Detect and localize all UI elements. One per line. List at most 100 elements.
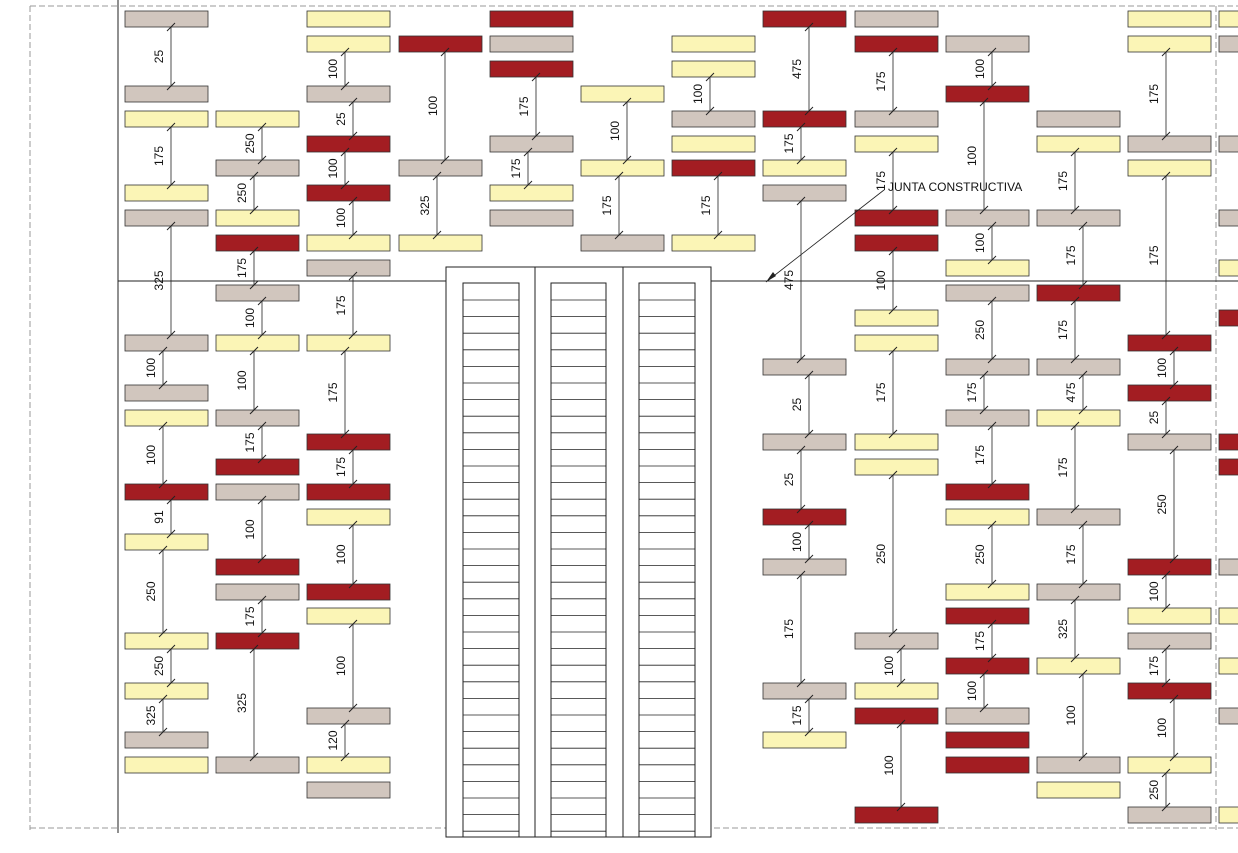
dimension-tick [257,554,267,564]
gray-block [1218,35,1238,53]
dimension-tick [888,429,898,439]
dimension-tick [257,421,267,431]
dimension-tick [796,445,806,455]
red-block [945,756,1030,774]
dimension-tick [523,147,533,157]
gray-block [945,284,1030,302]
red-block [671,159,756,177]
dimension-tick [888,470,898,480]
dimension-label: 175 [1064,245,1078,265]
dimension-label: 175 [600,195,614,215]
dimension-label: 175 [235,258,249,278]
gray-block [1218,707,1238,725]
yellow-block [671,35,756,53]
gray-block [1218,558,1238,576]
dimension-label: 100 [1155,358,1169,378]
gray-block [762,184,847,202]
dimension-tick [257,122,267,132]
gray-block [945,35,1030,53]
dimension-tick [888,346,898,356]
dimension-tick [158,380,168,390]
yellow-block [1127,607,1212,625]
yellow-block [124,682,209,700]
red-block [1127,384,1212,402]
yellow-block [1218,607,1238,625]
dimension-tick [249,405,259,415]
red-block [762,110,847,128]
yellow-block [1218,10,1238,28]
dimension-tick [340,429,350,439]
dimension-label: 250 [874,544,888,564]
dimension-tick [1078,579,1088,589]
dimension-tick [1161,678,1171,688]
dimension-tick [166,330,176,340]
gray-block [1036,583,1121,601]
dimension-tick [249,171,259,181]
dimension-label: 25 [1147,411,1161,425]
dimension-tick [796,570,806,580]
dimension-tick [987,479,997,489]
yellow-block [1218,259,1238,277]
dimension-tick [1070,205,1080,215]
gray-block [124,85,209,103]
dimension-tick [1070,653,1080,663]
yellow-block [945,583,1030,601]
dimension-label: 100 [144,445,158,465]
dimension-label: 250 [973,320,987,340]
dimension-tick [1070,296,1080,306]
dimension-tick [979,370,989,380]
dimension-tick [987,47,997,57]
yellow-block [762,159,847,177]
gray-block [306,85,391,103]
red-block [1127,682,1212,700]
yellow-block [489,184,574,202]
yellow-block [1127,35,1212,53]
dimension-tick [348,445,358,455]
red-block [762,508,847,526]
dimension-tick [531,131,541,141]
dimension-label: 100 [965,681,979,701]
dimension-label: 175 [874,171,888,191]
dimension-tick [979,669,989,679]
gray-block [854,632,939,650]
dimension-tick [523,180,533,190]
dimension-tick [249,752,259,762]
dimension-tick [166,529,176,539]
construction-joint-label: JUNTA CONSTRUCTIVA [888,180,1022,194]
dimension-label: 475 [782,270,796,290]
dimension-tick [1078,221,1088,231]
yellow-block [854,682,939,700]
red-block [945,85,1030,103]
red-block [1218,433,1238,451]
dimension-label: 100 [874,270,888,290]
dimension-label: 175 [874,71,888,91]
dimension-label: 100 [243,308,257,328]
dimension-tick [348,330,358,340]
dimension-tick [888,628,898,638]
dimension-label: 100 [790,532,804,552]
gray-block [215,483,300,501]
dimension-tick [340,147,350,157]
dimension-label: 100 [691,84,705,104]
dimension-label: 100 [1155,718,1169,738]
gray-block [124,731,209,749]
dimension-label: 100 [973,59,987,79]
dimension-tick [166,644,176,654]
dimension-tick [987,619,997,629]
gray-block [215,409,300,427]
dimension-tick [348,230,358,240]
gray-block [124,384,209,402]
dimension-tick [348,579,358,589]
dimension-label: 175 [334,457,348,477]
dimension-tick [1161,47,1171,57]
red-block [215,558,300,576]
dimension-tick [158,694,168,704]
dimension-label: 250 [1155,494,1169,514]
gray-block [1036,209,1121,227]
dimension-tick [1161,396,1171,406]
gray-block [124,10,209,28]
dimension-tick [340,752,350,762]
gray-block [854,110,939,128]
dimension-tick [1161,768,1171,778]
yellow-block [124,632,209,650]
